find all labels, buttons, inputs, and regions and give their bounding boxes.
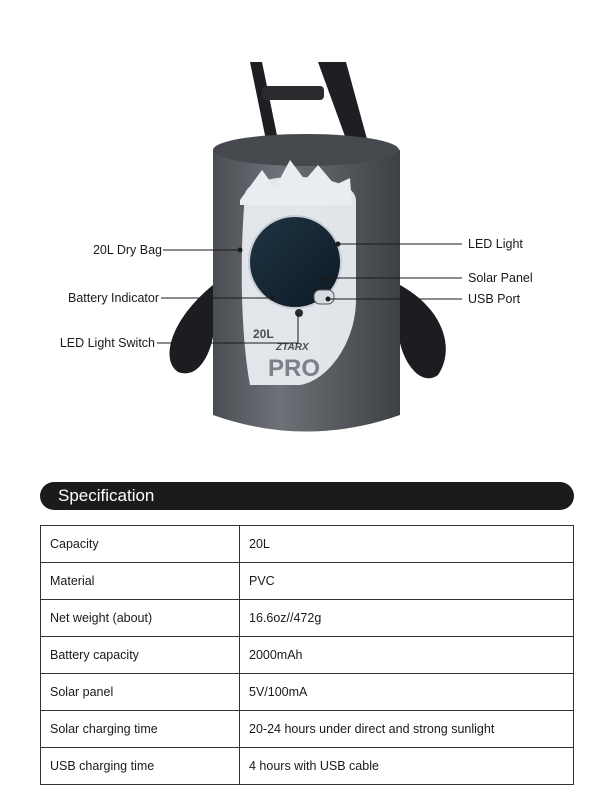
callout-battery-indicator: Battery Indicator: [67, 291, 159, 305]
spec-value: 4 hours with USB cable: [239, 747, 574, 785]
table-row: Solar panel 5V/100mA: [40, 673, 574, 711]
top-strap-right: [318, 62, 370, 150]
spec-label: Material: [40, 562, 240, 600]
usb-port-shape: [313, 289, 335, 305]
leader-switch: [157, 313, 299, 344]
solar-panel-disc: [248, 215, 342, 309]
spec-value: 16.6oz//472g: [239, 599, 574, 637]
spec-label: Capacity: [40, 525, 240, 563]
spec-label: Solar panel: [40, 673, 240, 711]
callout-solar-panel: Solar Panel: [468, 271, 533, 285]
specification-header: Specification: [40, 482, 574, 510]
dry-bag-illustration: 20L ZTARX PRO: [157, 62, 462, 432]
spec-value: PVC: [239, 562, 574, 600]
spec-table: Capacity 20L Material PVC Net weight (ab…: [40, 525, 574, 785]
switch-shape: [295, 309, 303, 317]
table-row: Capacity 20L: [40, 525, 574, 563]
callout-dry-bag: 20L Dry Bag: [92, 243, 162, 257]
left-shoulder-strap: [169, 285, 214, 374]
spec-value: 20L: [239, 525, 574, 563]
bag-capacity-print: 20L: [253, 327, 274, 341]
bag-brand-print: ZTARX: [275, 342, 310, 353]
table-row: Battery capacity 2000mAh: [40, 636, 574, 674]
specification-title: Specification: [58, 486, 155, 505]
callout-usb-port: USB Port: [468, 292, 521, 306]
product-figure: 20L ZTARX PRO 20L Dry Bag Battery Indica…: [59, 62, 533, 432]
table-row: Material PVC: [40, 562, 574, 600]
spec-value: 20-24 hours under direct and strong sunl…: [239, 710, 574, 748]
table-row: Solar charging time 20-24 hours under di…: [40, 710, 574, 748]
spec-value: 5V/100mA: [239, 673, 574, 711]
table-row: USB charging time 4 hours with USB cable: [40, 747, 574, 785]
spec-label: Net weight (about): [40, 599, 240, 637]
bag-top-rim: [213, 134, 399, 166]
right-shoulder-strap: [398, 285, 446, 379]
buckle: [262, 86, 324, 100]
spec-label: Battery capacity: [40, 636, 240, 674]
top-strap-left: [250, 62, 280, 150]
callout-led-light: LED Light: [468, 237, 523, 251]
spec-value: 2000mAh: [239, 636, 574, 674]
spec-label: Solar charging time: [40, 710, 240, 748]
bag-model-print: PRO: [268, 355, 320, 382]
spec-label: USB charging time: [40, 747, 240, 785]
scene-silhouette: [240, 160, 352, 205]
callout-led-light-switch: LED Light Switch: [59, 336, 155, 350]
table-row: Net weight (about) 16.6oz//472g: [40, 599, 574, 637]
